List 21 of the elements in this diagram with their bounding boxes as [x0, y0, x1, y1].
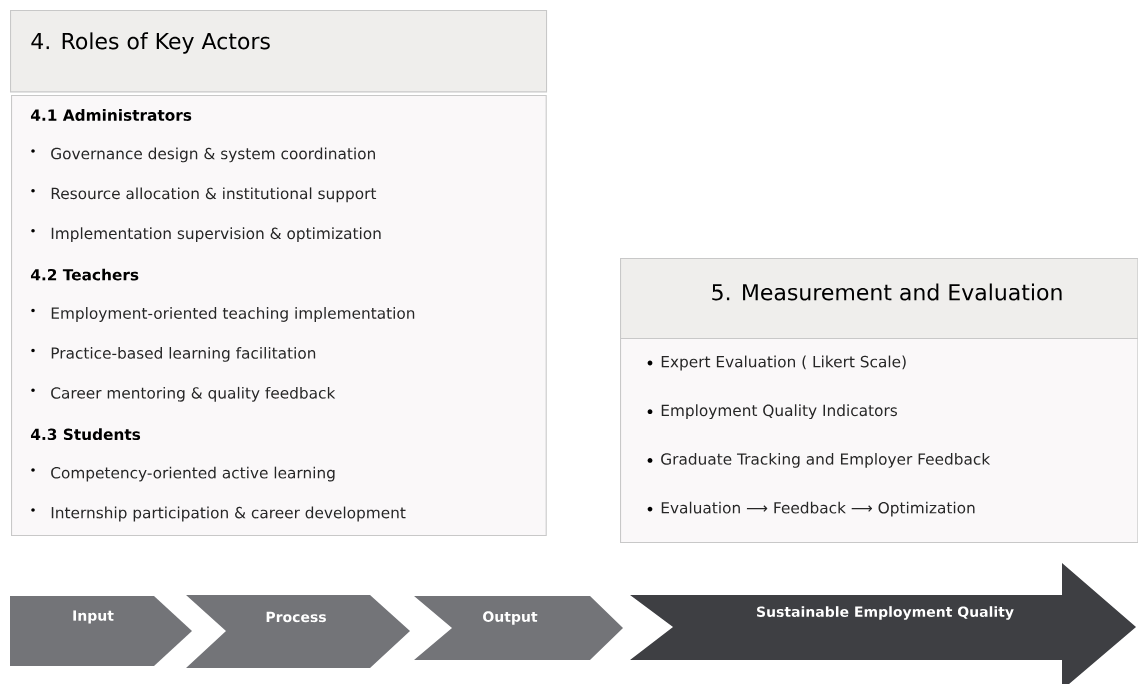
step-banner: Sustainable Employment Quality [630, 563, 1136, 684]
list-item: Employment-oriented teaching implementation [31, 307, 415, 322]
list-item: Graduate Tracking and Employer Feedback [647, 453, 991, 468]
section-heading: 4.3 Students [30, 428, 141, 441]
list-item: Evaluation ⟶ Feedback ⟶ Optimization [647, 501, 975, 517]
list-item: Expert Evaluation ( Likert Scale) [647, 355, 906, 371]
list-item: Career mentoring & quality feedback [31, 386, 336, 402]
list-item: Practice-based learning facilitation [31, 347, 316, 362]
step-banner: Process [186, 595, 410, 668]
list-item: Employment Quality Indicators [647, 404, 897, 420]
list-item: Governance design & system coordination [31, 147, 375, 163]
step-banner: Output [414, 596, 623, 660]
list-item: Resource allocation & institutional support [31, 187, 377, 203]
header-box: 4. Roles of Key Actors [10, 10, 548, 93]
section-heading: 4.1 Administrators [30, 109, 192, 121]
list-item: Competency-oriented active learning [31, 466, 335, 482]
header-box: 5. Measurement and Evaluation [620, 258, 1138, 340]
step-banner: Input [10, 596, 192, 666]
list-item: Internship participation & career development [31, 506, 406, 522]
list-item: Implementation supervision & optimization [31, 227, 381, 243]
section-heading: 4.2 Teachers [30, 268, 139, 281]
